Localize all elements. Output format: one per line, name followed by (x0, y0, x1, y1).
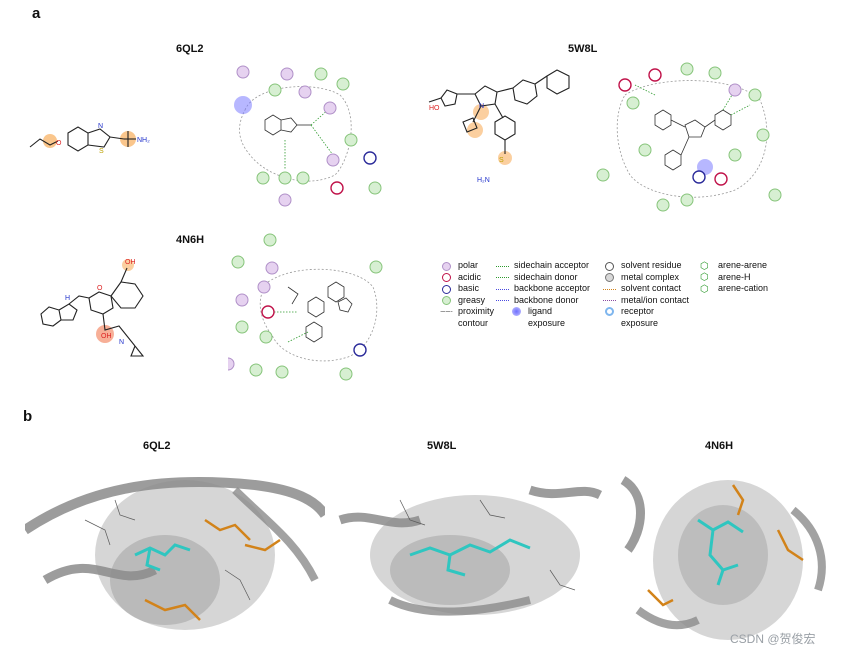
polar-residue-icon (440, 261, 454, 271)
arene-cation-icon: ⬡ (700, 283, 709, 295)
interaction-map-5w8l (596, 62, 782, 212)
svg-text:N: N (479, 103, 484, 110)
arene-h-icon: ⬡ (700, 272, 709, 284)
ligand-exposure-icon (510, 306, 524, 316)
legend-sidechain-donor: sidechain donor (496, 272, 590, 284)
legend-polar: polar (440, 260, 494, 272)
svg-text:HO: HO (429, 105, 440, 112)
legend-column-2: sidechain acceptor sidechain donor backb… (496, 260, 590, 329)
arene-arene-icon: ⬡ (700, 260, 709, 272)
binding-pocket-4n6h (620, 476, 826, 640)
legend-acidic: acidic (440, 272, 494, 284)
structure-5w8l: HO N S H₂N (428, 69, 570, 184)
svg-text:O: O (97, 285, 103, 292)
atom-n-6ql2: N (98, 123, 103, 130)
title-5w8l-3d: 5W8L (427, 440, 457, 452)
svg-text:H: H (65, 295, 70, 302)
basic-residue-icon (440, 284, 454, 294)
legend-column-3: solvent residue metal complex solvent co… (603, 260, 689, 329)
receptor-exposure-icon (603, 306, 617, 316)
interaction-map-6ql2 (234, 65, 382, 207)
legend-arene-h: ⬡arene-H (700, 271, 751, 284)
metal-ion-contact-icon (603, 295, 617, 305)
svg-text:N: N (119, 339, 124, 346)
metal-complex-icon (603, 272, 617, 283)
title-6ql2-3d: 6QL2 (143, 440, 171, 452)
svg-text:NH₂: NH₂ (137, 137, 150, 144)
legend-arene-arene: ⬡arene-arene (700, 260, 768, 272)
legend-basic: basic (440, 283, 494, 295)
title-5w8l-2d: 5W8L (568, 43, 598, 55)
solvent-residue-icon (603, 261, 617, 271)
svg-text:H₂N: H₂N (477, 177, 490, 184)
backbone-acceptor-icon (496, 284, 510, 294)
legend-arene-cation: ⬡arene-cation (700, 283, 769, 295)
sidechain-acceptor-icon (496, 261, 510, 271)
solvent-contact-icon (603, 284, 617, 294)
legend-solvent-residue: solvent residue (603, 260, 689, 272)
legend-backbone-donor: backbone donor (496, 295, 590, 307)
legend-greasy: greasy (440, 295, 494, 307)
atom-s-6ql2: S (99, 148, 104, 155)
acidic-residue-icon (440, 272, 454, 283)
legend-backbone-acceptor: backbone acceptor (496, 283, 590, 295)
svg-text:S: S (499, 157, 504, 164)
title-4n6h-2d: 4N6H (176, 234, 205, 246)
proximity-contour-icon (440, 306, 454, 316)
structure-6ql2: O N S NH₂ (29, 123, 150, 155)
svg-text:O: O (56, 140, 62, 147)
binding-pocket-5w8l (338, 485, 603, 616)
backbone-donor-icon (496, 295, 510, 305)
title-6ql2-2d: 6QL2 (176, 43, 204, 55)
greasy-residue-icon (440, 295, 454, 306)
legend-column-4: ⬡arene-arene ⬡arene-H ⬡arene-cation (700, 260, 768, 295)
binding-pocket-6ql2 (25, 477, 325, 630)
panel-label-a: a (32, 5, 41, 22)
svg-text:OH: OH (101, 333, 112, 340)
structure-4n6h: H O OH OH N (40, 259, 145, 357)
svg-text:OH: OH (125, 259, 136, 266)
interaction-map-4n6h (228, 233, 383, 381)
legend-sidechain-acceptor: sidechain acceptor (496, 260, 590, 272)
legend-metal-complex: metal complex (603, 272, 689, 284)
legend-metal-ion-contact: metal/ion contact (603, 295, 689, 307)
sidechain-donor-icon (496, 272, 510, 282)
legend-solvent-contact: solvent contact (603, 283, 689, 295)
watermark-text: CSDN @贺俊宏 (730, 632, 816, 646)
title-4n6h-3d: 4N6H (705, 440, 734, 452)
panel-label-b: b (23, 408, 33, 425)
